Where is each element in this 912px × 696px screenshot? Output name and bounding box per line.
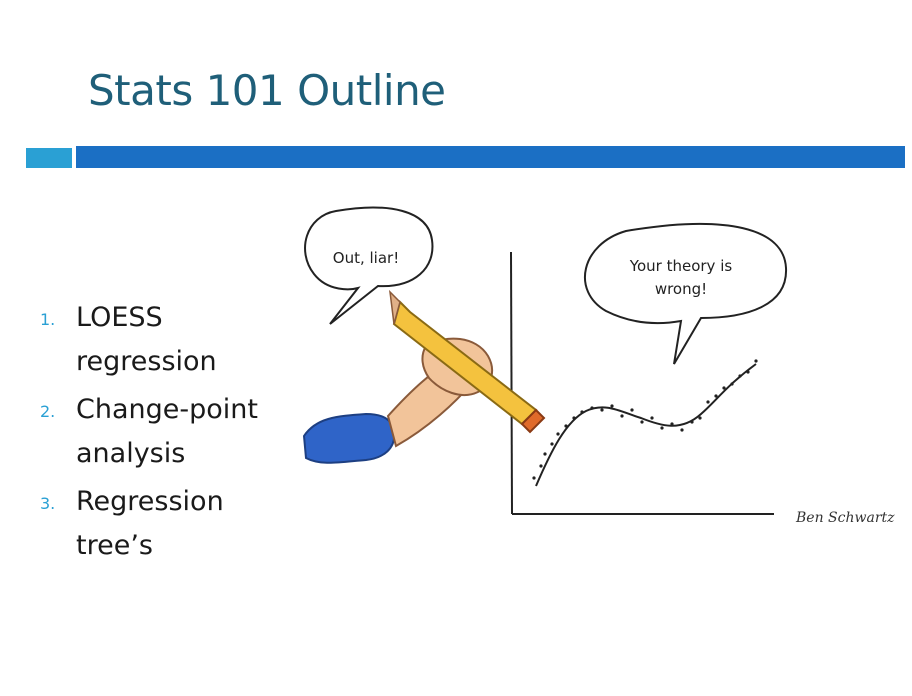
arm-with-pencil-icon (302, 289, 546, 464)
graph-axes (510, 251, 774, 515)
outline-text-line1: Regression (76, 486, 224, 517)
accent-bar-small (26, 148, 72, 168)
bubble-text-right-1: Your theory is (629, 257, 733, 275)
outline-item: 1. LOESS regression (40, 296, 290, 384)
outline-text-line2: regression (76, 346, 217, 377)
bubble-text-right-2: wrong! (655, 280, 707, 298)
data-points (532, 359, 758, 480)
outline-item: 2. Change-point analysis (40, 388, 290, 476)
outline-item: 3. Regression tree’s (40, 480, 290, 568)
speech-bubble-left: Out, liar! (304, 206, 434, 325)
outline-number: 1. (40, 310, 56, 329)
outline-text-line2: analysis (76, 438, 186, 469)
outline-list: 1. LOESS regression 2. Change-point anal… (40, 296, 290, 572)
trend-curve (535, 363, 757, 487)
outline-text-line1: Change-point (76, 394, 258, 425)
outline-number: 2. (40, 402, 56, 421)
artist-signature: Ben Schwartz (795, 510, 895, 526)
outline-text-line2: tree’s (76, 530, 153, 561)
outline-text-line1: LOESS (76, 302, 163, 333)
slide-title: Stats 101 Outline (88, 66, 446, 115)
speech-bubble-right: Your theory is wrong! (583, 222, 788, 365)
outline-number: 3. (40, 494, 56, 513)
cartoon-illustration: Out, liar! Your theory is wrong! (296, 196, 908, 556)
accent-bar-main (76, 146, 905, 168)
bubble-text-left: Out, liar! (333, 249, 399, 267)
